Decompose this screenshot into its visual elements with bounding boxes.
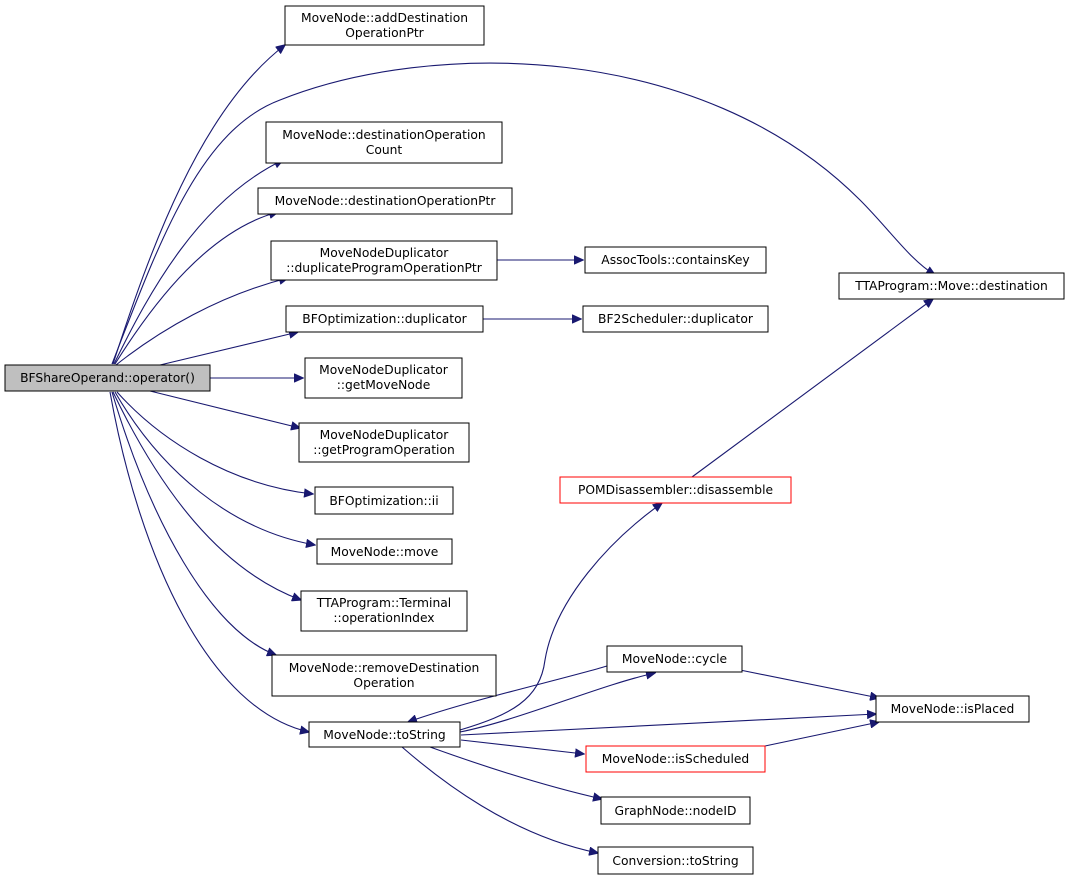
node-label-line1: MoveNodeDuplicator: [319, 363, 449, 377]
node-label-line1: MoveNodeDuplicator: [320, 246, 450, 260]
edge-tostring-nodeid: [429, 746, 602, 799]
edge-root-remove-dest: [111, 391, 276, 655]
edge-root-get-po: [149, 390, 300, 428]
node-movenode-destinationoperationptr[interactable]: MoveNode::destinationOperationPtr: [257, 187, 513, 215]
node-label-line1: MoveNodeDuplicator: [320, 428, 450, 442]
node-ttaprogram-move-destination[interactable]: TTAProgram::Move::destination: [838, 272, 1065, 300]
node-label: BF2Scheduler::duplicator: [598, 312, 754, 326]
node-label-line2: Operation: [353, 676, 414, 690]
node-label-line2: ::duplicateProgramOperationPtr: [286, 261, 483, 275]
node-movenodeduplicator-duplicateprogramoperationptr[interactable]: MoveNodeDuplicator ::duplicateProgramOpe…: [270, 240, 498, 281]
node-label: AssocTools::containsKey: [601, 253, 749, 267]
node-label: BFOptimization::ii: [329, 494, 438, 508]
node-bfoptimization-ii[interactable]: BFOptimization::ii: [314, 486, 454, 515]
node-label: MoveNode::move: [331, 545, 439, 559]
edge-root-move-dest: [111, 62, 935, 365]
node-movenode-adddestinationoperationptr[interactable]: MoveNode::addDestination OperationPtr: [284, 5, 485, 46]
node-ttaprogram-terminal-operationindex[interactable]: TTAProgram::Terminal ::operationIndex: [300, 590, 468, 632]
edge-root-mn-tostring: [109, 391, 309, 732]
node-label-line2: ::operationIndex: [333, 611, 434, 625]
edges: [109, 45, 935, 853]
node-assoctools-containskey[interactable]: AssocTools::containsKey: [584, 246, 767, 274]
node-movenode-destinationoperationcount[interactable]: MoveNode::destinationOperation Count: [265, 121, 503, 164]
edge-tostring-cycle: [459, 673, 655, 733]
node-label-line1: MoveNode::destinationOperation: [282, 128, 485, 142]
edge-tostring-conv: [401, 746, 598, 853]
node-label: TTAProgram::Move::destination: [854, 279, 1048, 293]
edge-root-add-dest: [112, 45, 285, 365]
edge-root-terminal: [112, 391, 301, 600]
node-label-line2: ::getMoveNode: [337, 378, 431, 392]
edge-root-dest-ptr: [114, 212, 278, 365]
node-movenode-removedestinationoperation[interactable]: MoveNode::removeDestination Operation: [271, 654, 497, 697]
node-label-line2: ::getProgramOperation: [313, 443, 455, 457]
node-bf2scheduler-duplicator[interactable]: BF2Scheduler::duplicator: [582, 305, 769, 333]
node-movenode-isplaced[interactable]: MoveNode::isPlaced: [875, 695, 1030, 723]
edge-issched-isplaced: [764, 722, 879, 747]
node-bfshareoperand-operator[interactable]: BFShareOperand::operator(): [4, 364, 211, 392]
node-movenodeduplicator-getmovenode[interactable]: MoveNodeDuplicator ::getMoveNode: [304, 357, 463, 399]
edge-root-bfopt-ii: [116, 391, 313, 494]
node-label: GraphNode::nodeID: [615, 804, 737, 818]
node-pomdisassembler-disassemble[interactable]: POMDisassembler::disassemble: [559, 476, 792, 504]
node-movenode-isscheduled[interactable]: MoveNode::isScheduled: [585, 745, 766, 773]
node-label-line1: MoveNode::addDestination: [301, 11, 468, 25]
node-label-line1: TTAProgram::Terminal: [316, 596, 451, 610]
edge-tostring-isplaced: [460, 714, 876, 736]
node-movenodeduplicator-getprogramoperation[interactable]: MoveNodeDuplicator ::getProgramOperation: [298, 422, 470, 463]
node-movenode-move[interactable]: MoveNode::move: [316, 538, 453, 565]
node-label: MoveNode::isPlaced: [891, 702, 1015, 716]
node-label: MoveNode::cycle: [622, 652, 727, 666]
node-label: BFOptimization::duplicator: [302, 312, 467, 326]
edge-cycle-tostring: [408, 665, 608, 722]
node-movenode-tostring[interactable]: MoveNode::toString: [308, 721, 461, 748]
node-conversion-tostring[interactable]: Conversion::toString: [597, 846, 754, 875]
edge-root-dest-count: [113, 160, 283, 365]
node-label: Conversion::toString: [612, 854, 738, 868]
node-label: MoveNode::isScheduled: [602, 752, 750, 766]
node-graphnode-nodeid[interactable]: GraphNode::nodeID: [600, 796, 751, 825]
edge-root-mn-move: [114, 391, 315, 545]
node-label: MoveNode::destinationOperationPtr: [275, 194, 497, 208]
node-label-line2: Count: [366, 143, 403, 157]
nodes: BFShareOperand::operator() MoveNode::add…: [4, 5, 1065, 875]
node-label-line2: OperationPtr: [345, 26, 424, 40]
edge-pom-move-dest: [691, 299, 933, 478]
node-label: POMDisassembler::disassemble: [578, 483, 773, 497]
node-bfoptimization-duplicator[interactable]: BFOptimization::duplicator: [285, 305, 484, 333]
edge-root-dup-prog: [115, 278, 288, 366]
edge-tostring-issched: [460, 739, 584, 754]
edge-cycle-isplaced: [739, 669, 879, 698]
edge-tostring-pom: [459, 503, 662, 731]
node-movenode-cycle[interactable]: MoveNode::cycle: [606, 645, 743, 673]
node-label: BFShareOperand::operator(): [20, 371, 195, 385]
node-label-line1: MoveNode::removeDestination: [289, 661, 480, 675]
edge-root-bfopt-dup: [159, 332, 298, 366]
node-label: MoveNode::toString: [323, 728, 445, 742]
